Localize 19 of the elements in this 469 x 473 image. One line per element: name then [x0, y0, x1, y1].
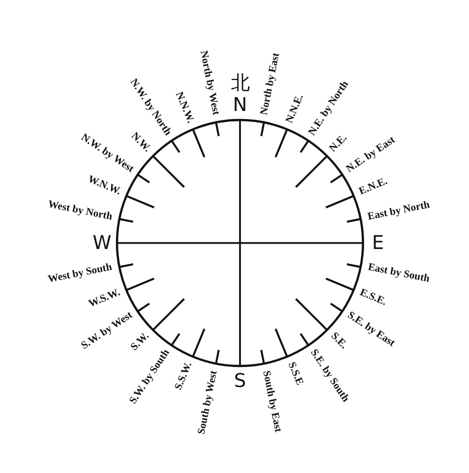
compass-point-label: E.N.E.: [358, 177, 390, 198]
compass-point-label: East by South: [366, 263, 430, 286]
compass-point-label: E.S.E.: [358, 288, 388, 308]
cardinal-point-label: S: [234, 370, 246, 392]
compass-point-label: S.S.W.: [174, 361, 196, 392]
cardinal-point-label: N: [232, 94, 248, 116]
compass-character-label: 北: [231, 71, 250, 96]
compass-point-label: West by North: [47, 200, 114, 223]
compass-point-label: W.S.W.: [88, 288, 122, 310]
compass-point-label: South by West: [196, 369, 220, 435]
compass-point-label: S.S.E: [284, 361, 304, 388]
compass-point-label: West by South: [48, 263, 114, 286]
compass-point-label: South by East: [260, 369, 283, 433]
compass-point-label: North by West: [196, 50, 220, 116]
cardinal-point-label: E: [372, 232, 384, 254]
compass-point-label: North by East: [260, 52, 283, 116]
compass-point-label: East by North: [366, 200, 430, 223]
cardinal-point-label: W: [92, 232, 112, 254]
compass-point-label: N.N.E.: [284, 93, 306, 125]
